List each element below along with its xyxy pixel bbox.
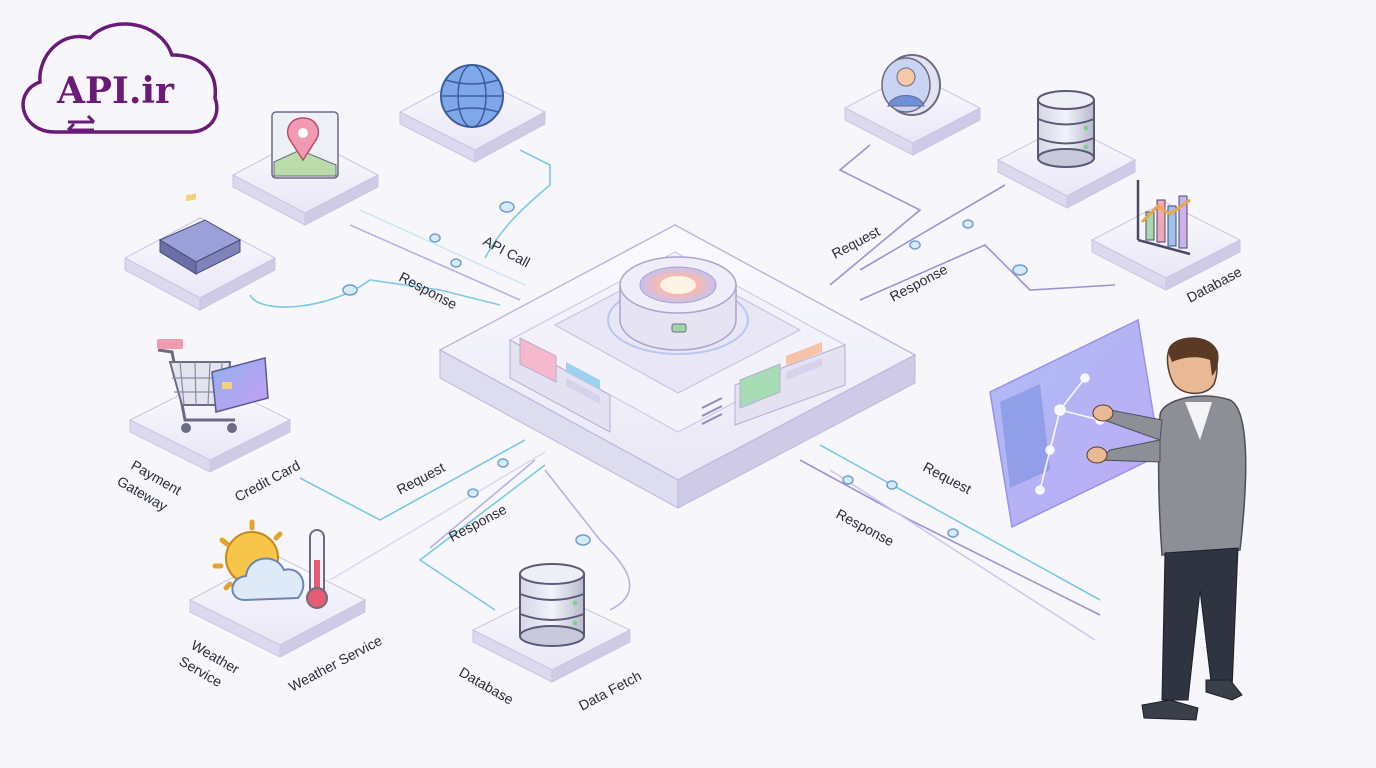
weather-sun-cloud-icon <box>212 519 328 609</box>
label-database-bottom: Database <box>457 664 517 708</box>
label-request-right-bottom: Request <box>921 459 975 498</box>
line-weather-faint <box>329 451 546 581</box>
shopping-cart-icon <box>157 339 269 433</box>
label-response-right-top: Response <box>887 261 950 305</box>
label-data-fetch: Data Fetch <box>576 667 644 713</box>
database-icon-bottom <box>519 563 585 647</box>
connection-lines <box>249 144 1116 641</box>
holographic-screen[interactable] <box>989 318 1161 529</box>
connection-nodes <box>342 201 1028 546</box>
user-avatar-icon <box>881 54 941 116</box>
line-db-right <box>859 244 1116 301</box>
person-at-screen-icon <box>1086 337 1247 721</box>
label-credit-card: Credit Card <box>232 457 303 505</box>
line-db-bottom <box>418 464 546 611</box>
label-response-left-top: Response <box>397 269 460 313</box>
api-hub-icon[interactable] <box>438 224 917 509</box>
line-person-response <box>819 444 1101 601</box>
line-person-request <box>799 459 1101 616</box>
logo[interactable]: API.ir <box>21 22 219 134</box>
line-person-response-2 <box>829 469 1096 641</box>
line-api-call <box>484 149 551 259</box>
map-pin-icon <box>271 111 339 179</box>
label-response-right-bottom: Response <box>834 506 897 550</box>
line-weather-response <box>429 459 536 549</box>
line-card <box>249 279 501 308</box>
globe-icon <box>440 64 504 128</box>
platform-chart[interactable] <box>1090 201 1242 291</box>
label-request-right-top: Request <box>829 223 883 262</box>
database-icon-top <box>1037 90 1095 168</box>
line-cart-request <box>299 439 526 521</box>
line-map-response-2 <box>359 209 526 286</box>
label-request-left-bottom: Request <box>394 459 448 498</box>
credit-card-icon <box>158 193 242 275</box>
line-db-top <box>859 184 1006 271</box>
logo-text: API.ir <box>56 70 175 112</box>
line-data-fetch <box>544 469 631 611</box>
line-user-request <box>829 144 922 286</box>
bar-chart-icon <box>1136 180 1191 256</box>
arrows-exchange-icon <box>66 114 96 132</box>
line-map-response <box>349 224 521 301</box>
cloud-icon <box>21 22 219 134</box>
